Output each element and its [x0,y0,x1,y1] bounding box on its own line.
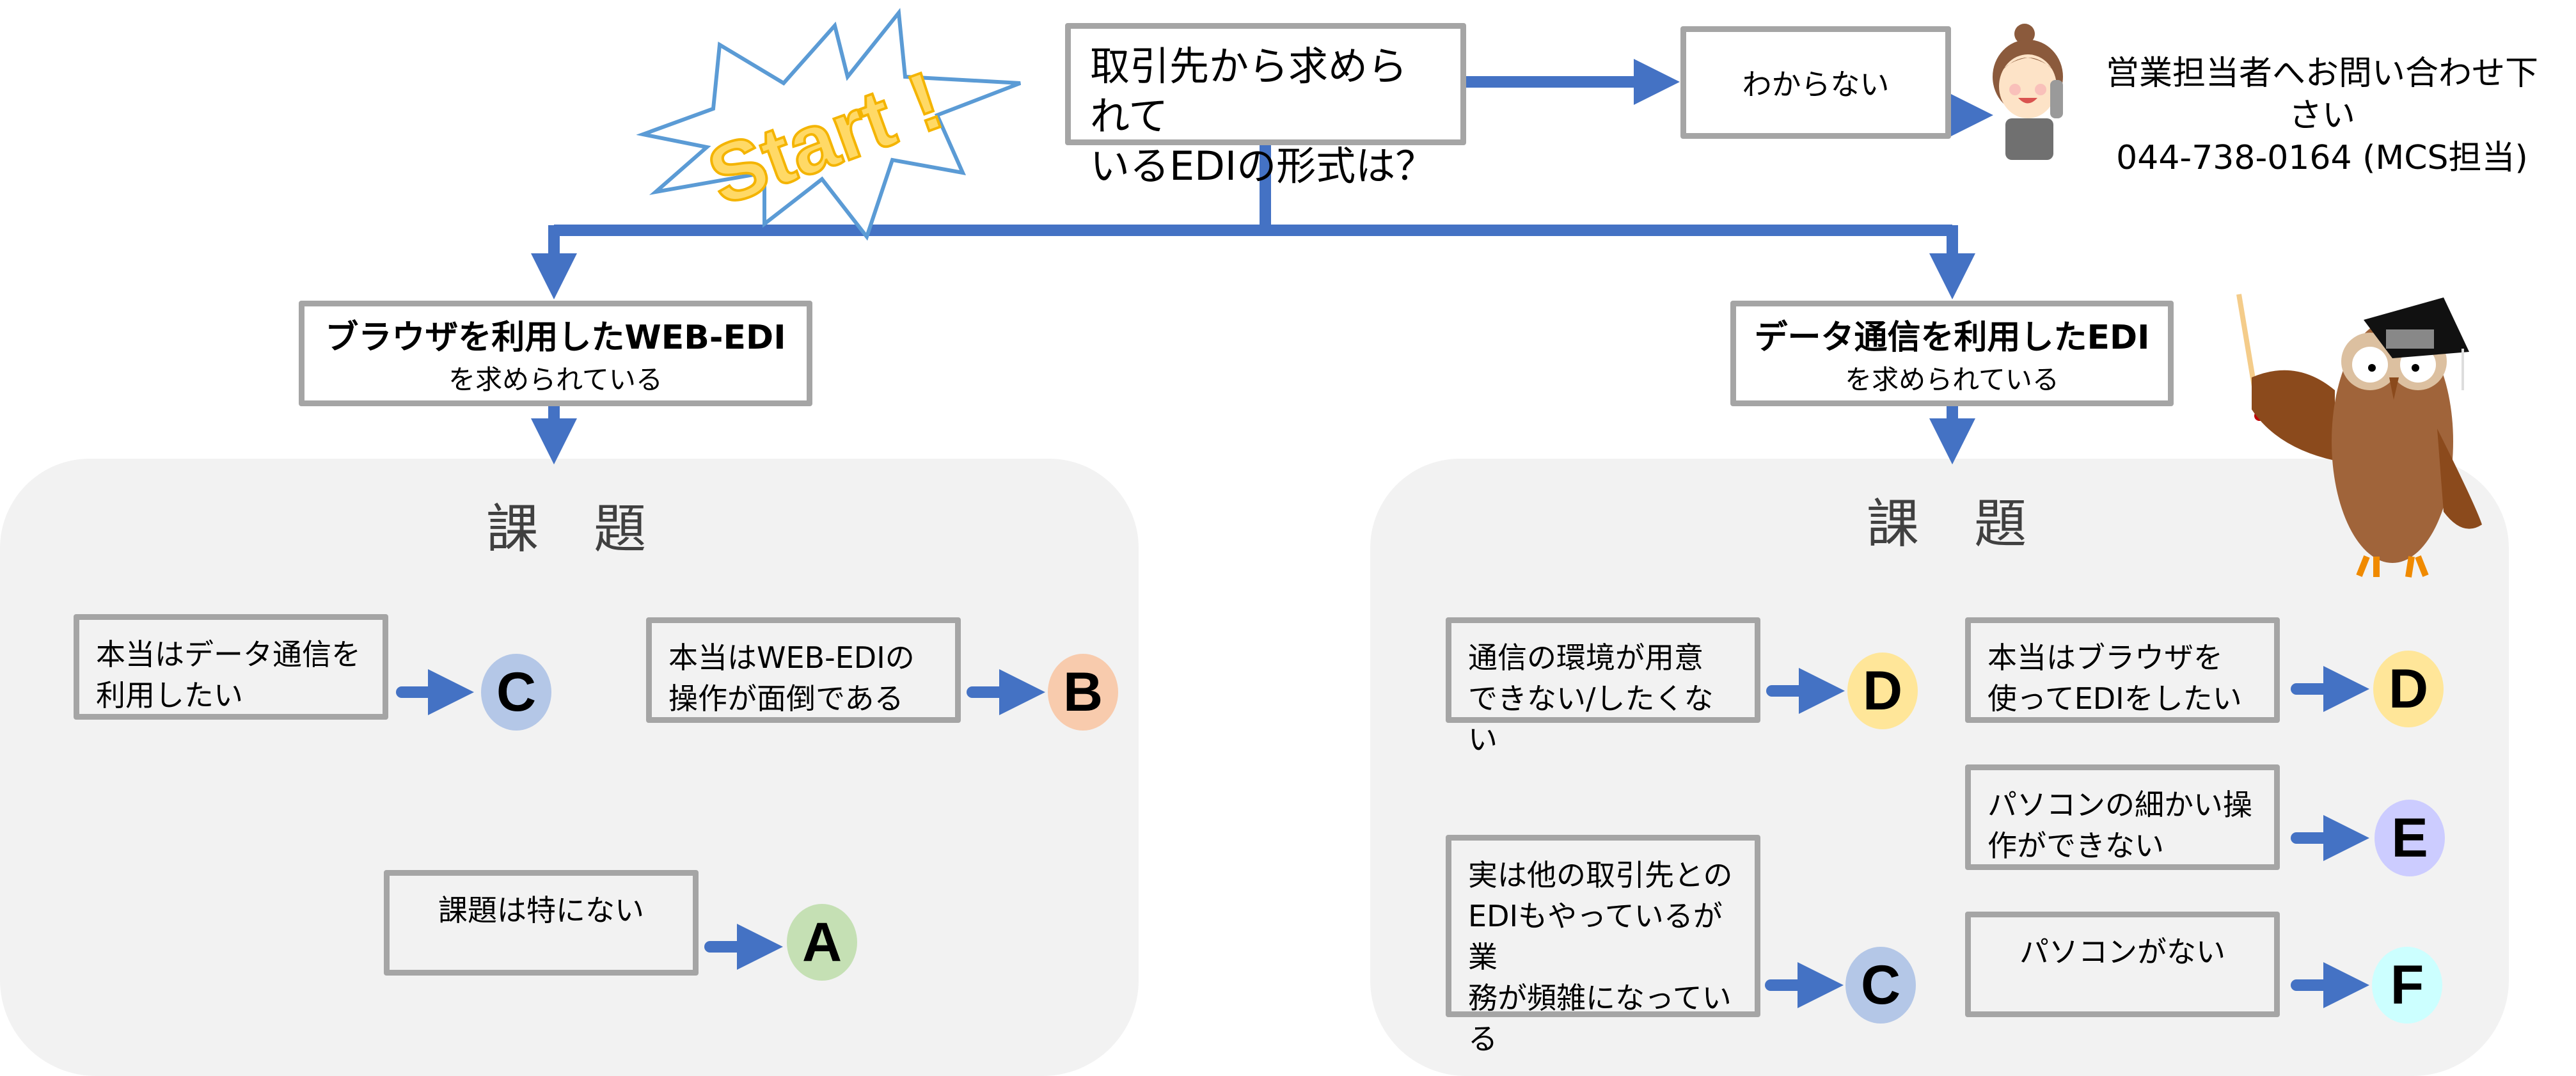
issue-text: パソコンの細かい操 [1987,787,2252,822]
issue-text: 務が頻雑になってい [1468,981,1732,1015]
issue-box: パソコンがない [1965,912,2280,1017]
unknown-label: わからない [1742,67,1890,102]
web-edi-panel-title: 課 題 [486,499,666,560]
issue-text: できない/したくない [1468,681,1714,757]
result-badge-A: A [787,904,857,981]
result-badge-E: E [2375,800,2445,876]
question-line-1: 取引先から求められて [1090,43,1408,139]
contact-instruction: 営業担当者へお問い合わせ下さい [2105,54,2538,135]
operator-person-icon [1993,24,2063,160]
question-line-2: いるEDIの形式は？ [1090,143,1435,189]
start-burst-icon: Start ! [636,8,1022,241]
owl-professor-icon [2236,294,2482,578]
contact-info: 営業担当者へお問い合わせ下さい 044-738-0164 (MCS担当) [2092,52,2552,179]
result-badge-C: C [481,654,551,731]
issue-text: る [1468,1022,1497,1056]
result-badge-D: D [2373,651,2444,727]
issue-box: 実は他の取引先との EDIもやっているが業 務が頻雑になってい る [1446,835,1760,1056]
issue-box: 課題は特にない [384,870,699,976]
issue-text: EDIもやっているが業 [1468,899,1723,974]
issue-text: 実は他の取引先との [1468,858,1733,892]
result-badge-F: F [2372,947,2442,1024]
issue-text: 作ができない [1987,828,2164,863]
result-badge-C: C [1845,947,1916,1024]
web-edi-title: ブラウザを利用したWEB-EDI [325,318,786,357]
issue-text: 課題は特にない [438,893,644,928]
issue-text: 本当はデータ通信を [96,637,361,672]
data-edi-subtitle: を求められている [1845,363,2059,395]
issue-text: 操作が面倒である [668,681,904,716]
issue-text: パソコンがない [2019,935,2225,969]
web-edi-subtitle: を求められている [448,363,663,395]
issue-text: 通信の環境が用意 [1468,640,1703,675]
issue-text: 本当はWEB-EDIの [668,640,915,675]
question-box: 取引先から求められて いるEDIの形式は？ [1065,23,1466,189]
data-edi-box: データ通信を利用したEDI を求められている [1730,301,2174,406]
result-badge-D: D [1847,653,1918,729]
issue-text: 利用したい [96,678,243,713]
web-edi-box: ブラウザを利用したWEB-EDI を求められている [299,301,812,406]
data-edi-title: データ通信を利用したEDI [1754,318,2150,357]
issue-box: 本当はデータ通信を 利用したい [74,614,388,720]
issue-box: パソコンの細かい操 作ができない [1965,764,2280,870]
issue-text: 本当はブラウザを [1987,640,2223,675]
result-badge-B: B [1048,654,1118,731]
issue-box: 本当はWEB-EDIの 操作が面倒である [646,617,961,723]
issue-text: 使ってEDIをしたい [1987,681,2242,716]
contact-phone: 044-738-0164 (MCS担当) [2116,139,2528,177]
unknown-box: わからない [1680,26,1951,139]
issue-box: 通信の環境が用意 できない/したくない [1446,617,1760,757]
issue-box: 本当はブラウザを 使ってEDIをしたい [1965,617,2280,723]
data-edi-panel-title: 課 題 [1867,494,2046,555]
